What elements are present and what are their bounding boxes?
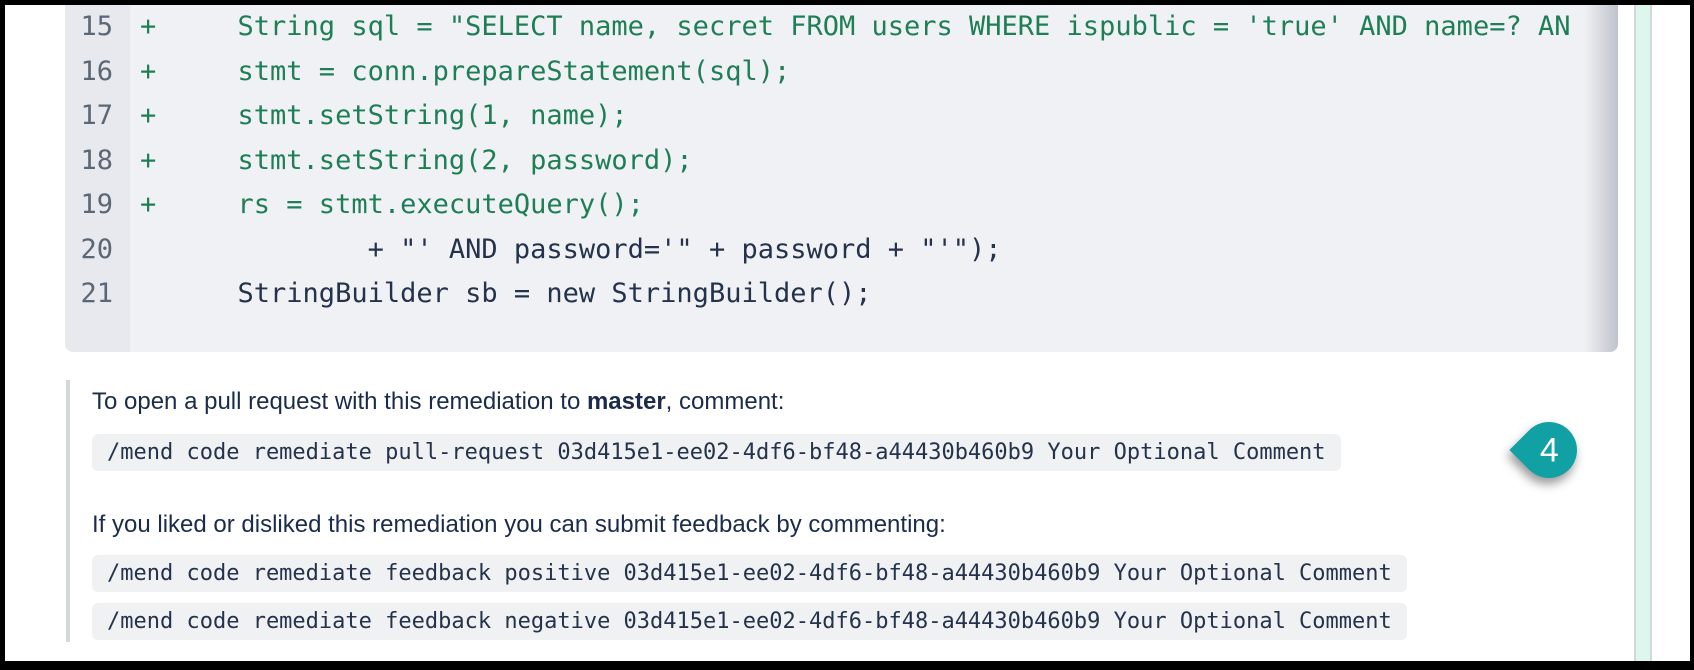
feedback-negative-command: /mend code remediate feedback negative 0… [92, 603, 1407, 640]
diff-line: 18 + stmt.setString(2, password); [65, 139, 1618, 184]
remediation-instructions: To open a pull request with this remedia… [66, 380, 1486, 642]
line-number: 18 [80, 144, 113, 176]
diff-line: 15 + String sql = "SELECT name, secret F… [65, 5, 1618, 50]
line-number: 17 [80, 100, 113, 131]
pr-instruction-text: To open a pull request with this remedia… [92, 388, 785, 415]
feedback-positive-command: /mend code remediate feedback positive 0… [92, 555, 1407, 592]
diff-line: 17 + stmt.setString(1, name); [65, 94, 1618, 139]
line-number: 19 [80, 189, 113, 220]
code-text: + "' AND password='" + password + "'"); [140, 233, 1002, 265]
code-text: StringBuilder sb = new StringBuilder(); [140, 278, 872, 309]
code-text: + String sql = "SELECT name, secret FROM… [140, 11, 1571, 42]
line-number: 20 [80, 233, 113, 265]
annotation-badge-number: 4 [1539, 430, 1559, 469]
diff-code-block[interactable]: 15 + String sql = "SELECT name, secret F… [65, 5, 1618, 352]
diff-lines: 15 + String sql = "SELECT name, secret F… [65, 5, 1618, 317]
feedback-instruction-text: If you liked or disliked this remediatio… [92, 511, 946, 538]
branch-name: master [586, 388, 666, 415]
diff-line: 21 StringBuilder sb = new StringBuilder(… [65, 272, 1618, 317]
diff-line: 16 + stmt = conn.prepareStatement(sql); [65, 50, 1618, 95]
code-text: + stmt.setString(1, name); [140, 100, 628, 131]
teardrop-pointer-icon: 4 [1509, 410, 1589, 490]
code-text: + stmt = conn.prepareStatement(sql); [140, 55, 791, 87]
pr-command-code: /mend code remediate pull-request 03d415… [92, 434, 1341, 471]
code-text: + stmt.setString(2, password); [140, 144, 693, 176]
line-number: 15 [80, 11, 113, 42]
annotation-strip [1634, 5, 1652, 661]
line-number: 16 [80, 55, 113, 87]
diff-line: 20 + "' AND password='" + password + "'"… [65, 228, 1618, 273]
annotation-badge: 4 [1509, 410, 1589, 490]
line-number: 21 [80, 278, 113, 309]
code-text: + rs = stmt.executeQuery(); [140, 189, 644, 220]
diff-line: 19 + rs = stmt.executeQuery(); [65, 183, 1618, 228]
